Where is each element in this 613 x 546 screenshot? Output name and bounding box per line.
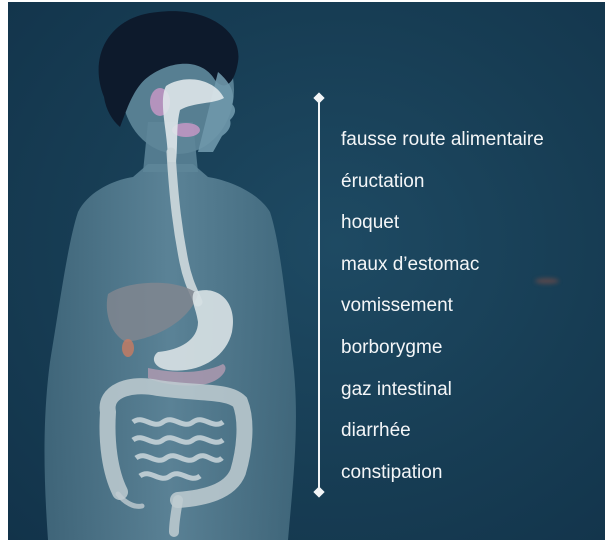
symptom-bracket	[317, 94, 321, 496]
symptom-label: vomissement	[341, 296, 544, 338]
symptom-list: fausse route alimentaire éructation hoqu…	[341, 130, 544, 504]
symptom-label: maux d’estomac	[341, 255, 544, 297]
symptom-label: hoquet	[341, 213, 544, 255]
symptom-label: gaz intestinal	[341, 380, 544, 422]
symptom-label: constipation	[341, 463, 544, 505]
diagram-frame: fausse route alimentaire éructation hoqu…	[8, 2, 605, 540]
symptom-label: diarrhée	[341, 421, 544, 463]
bracket-line	[318, 98, 320, 492]
gallbladder	[122, 339, 134, 357]
symptom-label: fausse route alimentaire	[341, 130, 544, 172]
rectum	[174, 500, 178, 532]
symptom-label: borborygme	[341, 338, 544, 380]
symptom-label: éructation	[341, 172, 544, 214]
background-glow-spot	[535, 278, 559, 284]
